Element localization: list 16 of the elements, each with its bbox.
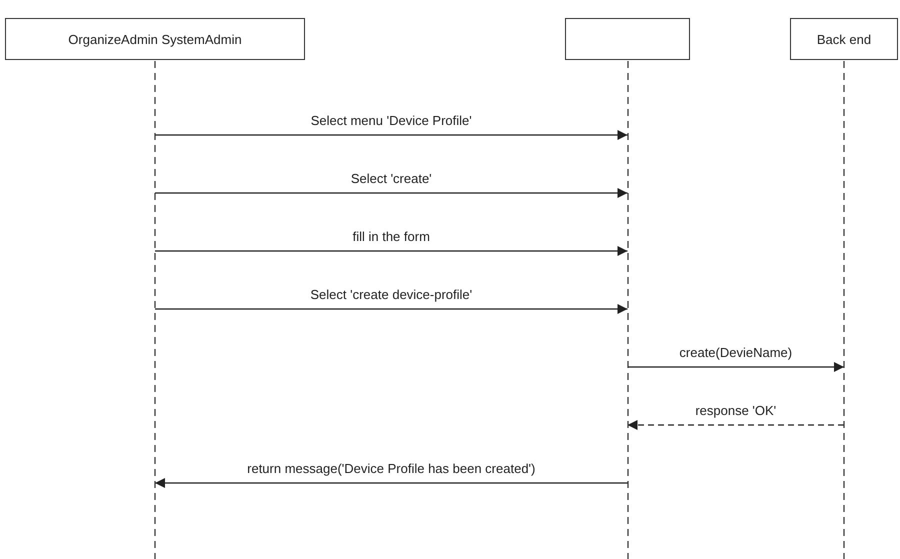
participant-box: OrganizeAdmin SystemAdmin [5,18,305,60]
message-arrow [155,478,628,488]
message-arrow [155,246,628,256]
message-arrow [155,188,628,198]
message-label: Select 'create device-profile' [308,287,474,302]
message-arrow [155,130,628,140]
message-label: create(DevieName) [677,345,794,360]
participant-box: Back end [790,18,898,60]
message-label: fill in the form [350,229,432,244]
message-label: return message('Device Profile has been created') [245,461,538,476]
message-arrow [628,420,844,430]
message-label: response 'OK' [693,403,778,418]
message-label: Select 'create' [348,171,434,186]
message-arrow [155,304,628,314]
message-arrow [628,362,844,372]
message-label: Select menu 'Device Profile' [308,113,474,128]
